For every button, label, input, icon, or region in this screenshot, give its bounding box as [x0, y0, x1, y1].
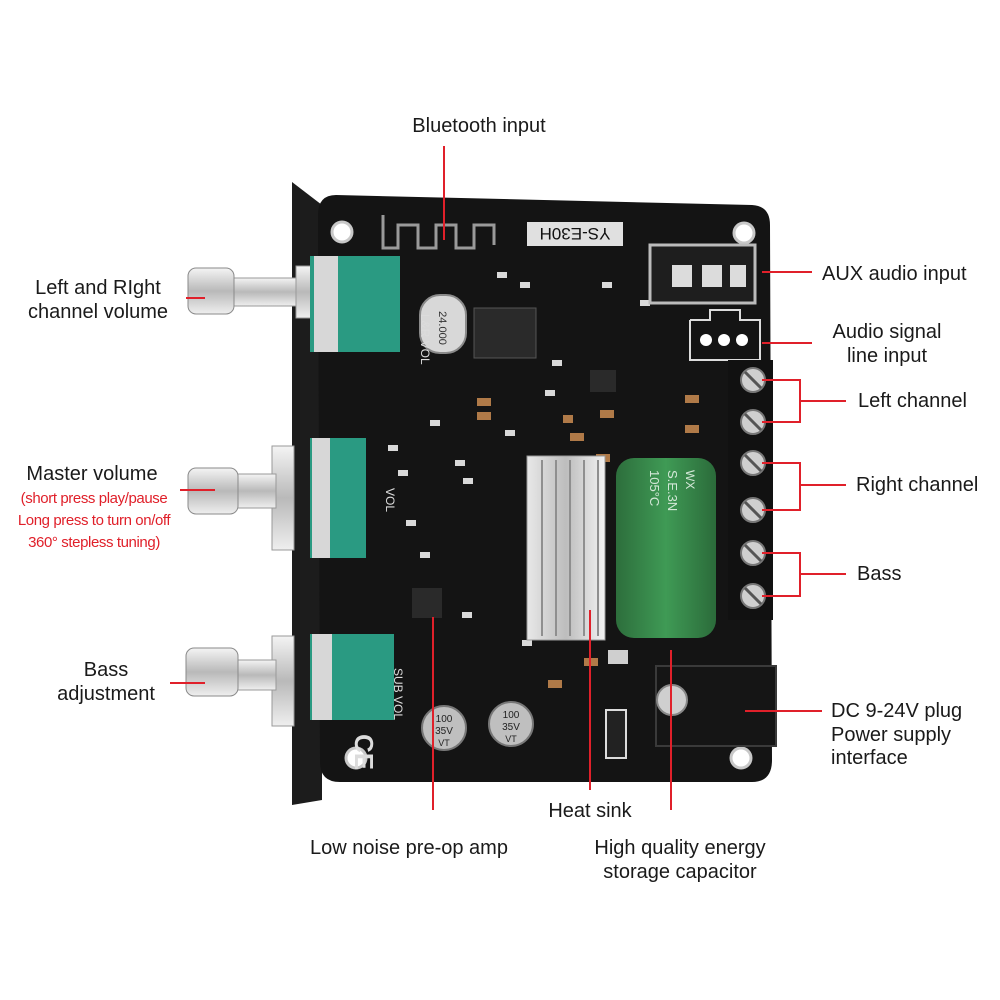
label-bluetooth-input: Bluetooth input: [412, 115, 546, 137]
label-line-input-line1: Audio signal: [832, 321, 942, 343]
label-preamp: Low noise pre-op amp: [310, 837, 508, 859]
label-line-input-line2: line input: [846, 345, 928, 367]
cap-mark: WX: [683, 470, 697, 489]
model-marking: YS-E30H: [540, 224, 611, 243]
label-master-note-3: 360° stepless tuning): [28, 534, 160, 551]
master-volume-pot: [187, 438, 366, 558]
label-capacitor-line1: High quality energy: [594, 837, 766, 859]
small-cap-1-code: VT: [438, 738, 450, 748]
label-aux-input: AUX audio input: [822, 263, 967, 285]
label-master-note-1: (short press play/pause: [20, 490, 168, 507]
label-heat-sink: Heat sink: [548, 800, 632, 822]
label-capacitor-line2: storage capacitor: [603, 861, 757, 883]
label-dc-plug-line2: Power supply: [831, 724, 952, 746]
label-left-channel: Left channel: [858, 390, 967, 412]
label-lr-volume-line2: channel volume: [27, 301, 169, 323]
small-cap-2-code: VT: [505, 734, 517, 744]
lr-volume-pot: [187, 256, 400, 352]
label-dc-plug-line3: interface: [831, 747, 908, 769]
label-master-volume: Master volume: [26, 463, 158, 485]
label-bass: Bass: [857, 563, 902, 585]
small-cap-2-value: 100: [503, 710, 520, 721]
label-dc-plug-line1: DC 9-24V plug: [831, 700, 963, 722]
small-cap-1-value: 100: [436, 714, 453, 725]
ce-mark: CE: [349, 734, 379, 770]
bass-pot: [185, 634, 394, 727]
vol-marking: VOL: [383, 488, 397, 512]
cap-temp-marking: 105°C: [647, 470, 662, 506]
pcb-board: YS-E30H 24.000: [318, 195, 777, 782]
pointer-lines: [170, 146, 846, 810]
label-master-note-2: Long press to turn on/off: [17, 512, 171, 529]
sub-vol-marking: SUB VOL: [391, 668, 405, 720]
label-lr-volume-line1: Left and RIght: [35, 277, 161, 299]
label-bass-adjustment-line2: adjustment: [57, 683, 155, 705]
crystal-marking: 24.000: [436, 311, 448, 345]
label-bass-adjustment-line1: Bass: [83, 659, 129, 681]
small-cap-1-voltage: 35V: [435, 726, 453, 737]
lr-vol-marking: L&R VOL: [418, 314, 432, 365]
label-right-channel: Right channel: [856, 474, 979, 496]
small-cap-2-voltage: 35V: [502, 722, 520, 733]
cap-brand-marking: S.E.3N: [665, 470, 680, 511]
